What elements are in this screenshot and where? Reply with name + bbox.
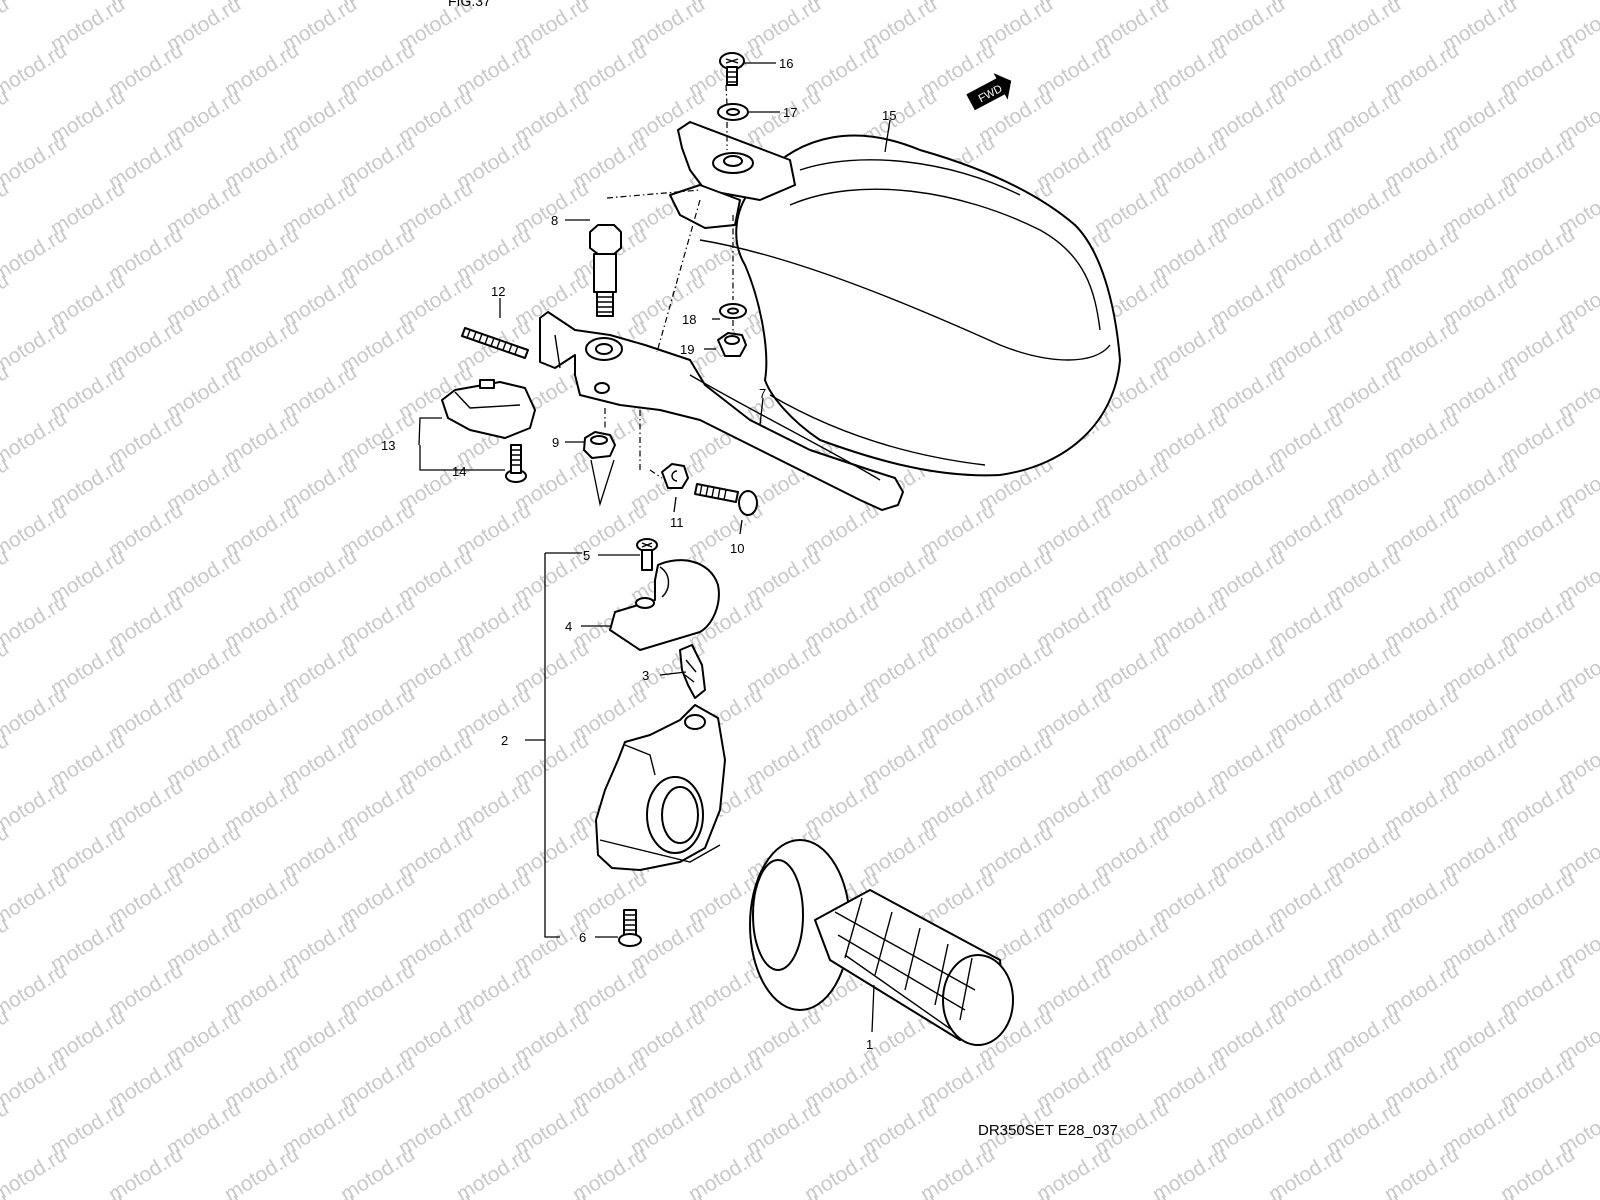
callout-3: 3	[642, 668, 649, 683]
nut-11	[661, 463, 689, 489]
watermark-text: motod.ru	[0, 591, 71, 654]
watermark-text: motod.ru	[46, 1189, 128, 1200]
watermark-text: motod.ru	[974, 1189, 1056, 1200]
watermark-text: motod.ru	[0, 499, 71, 562]
clutch-switch-13	[441, 379, 536, 439]
guard-mount-bracket	[669, 121, 796, 229]
watermark-text: motod.ru	[394, 1189, 476, 1200]
watermark-text: motod.ru	[0, 315, 71, 378]
hand-grip-1	[749, 839, 1014, 1046]
callout-8: 8	[551, 213, 558, 228]
nut-9	[583, 431, 616, 459]
leader-lines	[418, 62, 891, 1033]
watermark-text: motod.ru	[1322, 1189, 1404, 1200]
watermark-text: motod.ru	[0, 1051, 71, 1114]
callout-labels: 16 17 15 8 12 18 19 7 13 9 14 11 10 5 4 …	[381, 56, 896, 1052]
lever-holder-2	[595, 704, 726, 871]
screw-6	[618, 909, 642, 947]
spacer-bolt-8	[589, 224, 622, 317]
callout-9: 9	[552, 435, 559, 450]
watermark-text: motod.ru	[0, 131, 71, 194]
cable-bracket-4	[609, 559, 720, 651]
callout-15: 15	[882, 108, 896, 123]
clutch-lever	[539, 311, 904, 511]
watermark-text: motod.ru	[510, 1189, 592, 1200]
watermark-text: motod.ru	[278, 1189, 360, 1200]
watermark-text: motod.ru	[1438, 1189, 1520, 1200]
watermark-text: motod.ru	[858, 1189, 940, 1200]
screw-16	[719, 52, 745, 86]
bolt-10	[694, 483, 758, 516]
callout-19: 19	[680, 342, 694, 357]
callout-4: 4	[565, 619, 572, 634]
callout-11: 11	[670, 515, 684, 530]
watermark-text: motod.ru	[626, 1189, 708, 1200]
watermark-text: motod.ru	[0, 39, 71, 102]
watermark-text: motod.ru	[0, 223, 71, 286]
watermark-text: motod.ru	[0, 775, 71, 838]
header-fragment: FIG.37	[448, 0, 491, 9]
watermark-text: motod.ru	[0, 1143, 71, 1200]
callout-7: 7	[759, 386, 766, 401]
watermark-text: motod.ru	[742, 1189, 824, 1200]
callout-14: 14	[452, 464, 466, 479]
adjuster-bolt-12	[461, 327, 529, 359]
callout-1: 1	[866, 1037, 873, 1052]
callout-6: 6	[579, 930, 586, 945]
watermark-text: motod.ru	[0, 407, 71, 470]
drawing-code: DR350SET E28_037	[978, 1122, 1118, 1139]
callout-16: 16	[779, 56, 793, 71]
watermark-text: motod.ru	[0, 959, 71, 1022]
callout-10: 10	[730, 541, 744, 556]
watermark-text: motod.ru	[162, 1189, 244, 1200]
callout-2: 2	[501, 733, 508, 748]
callout-17: 17	[783, 105, 797, 120]
callout-13: 13	[381, 438, 395, 453]
callout-12: 12	[491, 284, 505, 299]
screw-14	[505, 444, 527, 483]
watermark-text: motod.ru	[1554, 1189, 1600, 1200]
watermark-text: motod.ru	[0, 867, 71, 930]
watermark-text: motod.ru	[0, 0, 13, 56]
screw-5	[636, 538, 658, 571]
washer-18	[719, 303, 747, 319]
nut-19	[717, 332, 747, 357]
hand-guard	[699, 134, 1121, 477]
watermark-text: motod.ru	[0, 683, 71, 746]
watermark-text: motod.ru	[1206, 1189, 1288, 1200]
watermark-text: motod.ru	[1090, 1189, 1172, 1200]
washer-17	[717, 103, 749, 121]
callout-5: 5	[583, 548, 590, 563]
callout-18: 18	[682, 312, 696, 327]
